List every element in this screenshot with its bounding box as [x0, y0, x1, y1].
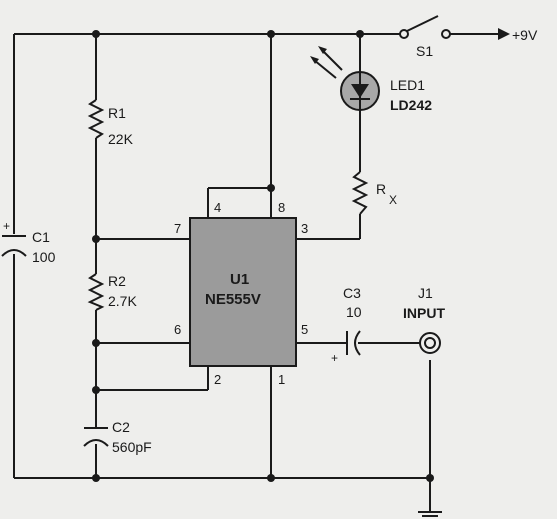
ic-u1: U1 NE555V 4 8 7 3 6 5 2 1: [174, 200, 308, 387]
pin-2-label: 2: [214, 372, 221, 387]
pin-4-label: 4: [214, 200, 221, 215]
junction-dot: [267, 474, 275, 482]
ic-body: [189, 217, 297, 367]
led-part: LD242: [390, 97, 432, 113]
resistor-r1: R1 22K: [87, 99, 134, 147]
capacitor-c1: + C1 100: [1, 219, 56, 265]
junction-dot: [92, 30, 100, 38]
junction-dot: [267, 184, 275, 192]
switch-s1: S1: [399, 15, 451, 59]
ground-symbol: [418, 511, 442, 517]
jack-j1: J1 INPUT: [403, 285, 445, 354]
switch-contact-icon: [441, 29, 451, 39]
supply-terminal: +9V: [498, 27, 538, 43]
c1-name: C1: [32, 229, 50, 245]
supply-label: +9V: [512, 27, 538, 43]
resistor-rx: R X: [351, 171, 397, 215]
junction-dot: [426, 474, 434, 482]
resistor-zigzag-icon: [87, 99, 105, 139]
junction-dots: [92, 30, 434, 482]
capacitor-c2: C2 560pF: [83, 419, 152, 455]
junction-dot: [267, 30, 275, 38]
ic-part: NE555V: [205, 291, 261, 308]
wiring: [13, 33, 498, 512]
pin-7-label: 7: [174, 221, 181, 236]
diode-triangle-icon: [351, 84, 369, 98]
switch-label: S1: [416, 43, 433, 59]
arrow-icon: [310, 56, 319, 64]
switch-contact-icon: [399, 29, 409, 39]
c3-polarity: +: [331, 351, 338, 365]
c1-polarity: +: [3, 219, 10, 233]
pin-3-label: 3: [301, 221, 308, 236]
ic-name: U1: [230, 271, 249, 288]
c2-name: C2: [112, 419, 130, 435]
r2-value: 2.7K: [108, 293, 137, 309]
pin-5-label: 5: [301, 322, 308, 337]
pin-8-label: 8: [278, 200, 285, 215]
r1-name: R1: [108, 105, 126, 121]
light-ray-icon: [321, 49, 343, 71]
c1-value: 100: [32, 249, 56, 265]
r1-value: 22K: [108, 131, 134, 147]
pin-6-label: 6: [174, 322, 181, 337]
led1: LED1 LD242: [310, 46, 432, 113]
switch-lever-icon: [406, 15, 439, 32]
resistor-zigzag-icon: [87, 273, 105, 311]
rx-subscript: X: [389, 193, 397, 207]
jack-inner-icon: [424, 337, 436, 349]
r2-name: R2: [108, 273, 126, 289]
capacitor-curved-plate-icon: [83, 439, 109, 447]
capacitor-c3: + C3 10: [331, 285, 362, 365]
j1-name: J1: [418, 285, 433, 301]
light-ray-icon: [313, 59, 337, 79]
capacitor-curved-plate-icon: [354, 330, 361, 356]
capacitor-curved-plate-icon: [1, 249, 27, 257]
c3-name: C3: [343, 285, 361, 301]
c2-value: 560pF: [112, 439, 152, 455]
arrow-icon: [318, 46, 327, 54]
pin-1-label: 1: [278, 372, 285, 387]
junction-dot: [92, 386, 100, 394]
junction-dot: [356, 30, 364, 38]
j1-label: INPUT: [403, 305, 445, 321]
junction-dot: [92, 339, 100, 347]
led-name: LED1: [390, 77, 425, 93]
resistor-zigzag-icon: [351, 171, 369, 215]
arrow-right-icon: [498, 28, 510, 40]
rx-name: R: [376, 181, 386, 197]
resistor-r2: R2 2.7K: [87, 273, 137, 311]
junction-dot: [92, 235, 100, 243]
c3-value: 10: [346, 304, 362, 320]
junction-dot: [92, 474, 100, 482]
